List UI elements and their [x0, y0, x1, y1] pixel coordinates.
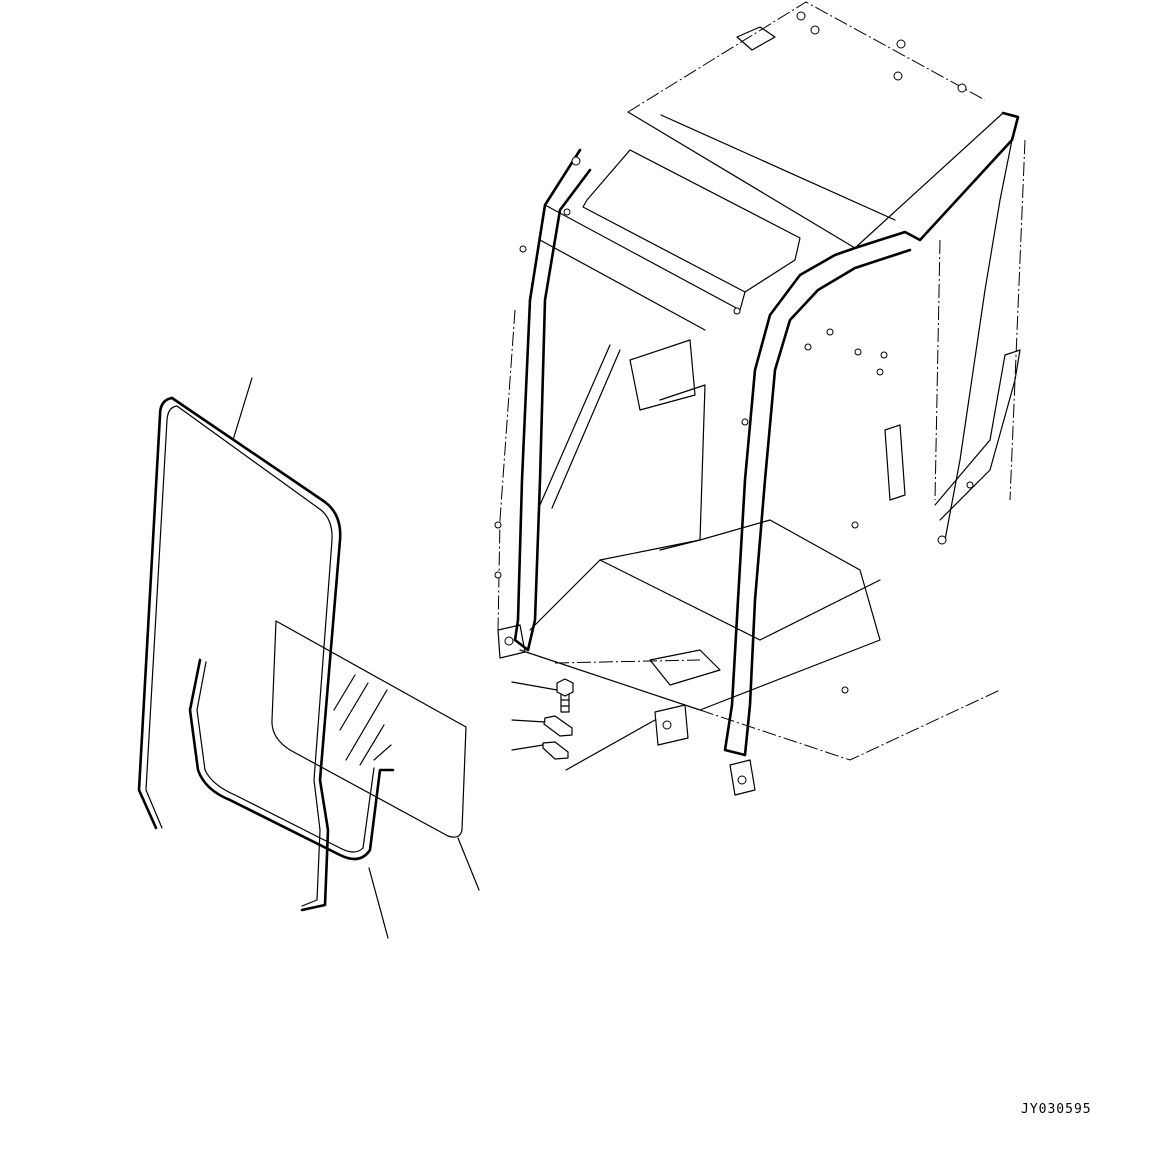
window-glass [271, 620, 480, 891]
bracket-upper-icon [543, 715, 573, 737]
window-seal-outer [137, 377, 342, 912]
cab-frame [494, 1, 1026, 796]
mounting-hardware [511, 659, 701, 771]
window-seal-inner [188, 658, 395, 939]
drawing-reference-code: JY030595 [1021, 1102, 1092, 1117]
bolt-icon [556, 678, 574, 713]
bracket-lower-icon [542, 741, 569, 760]
